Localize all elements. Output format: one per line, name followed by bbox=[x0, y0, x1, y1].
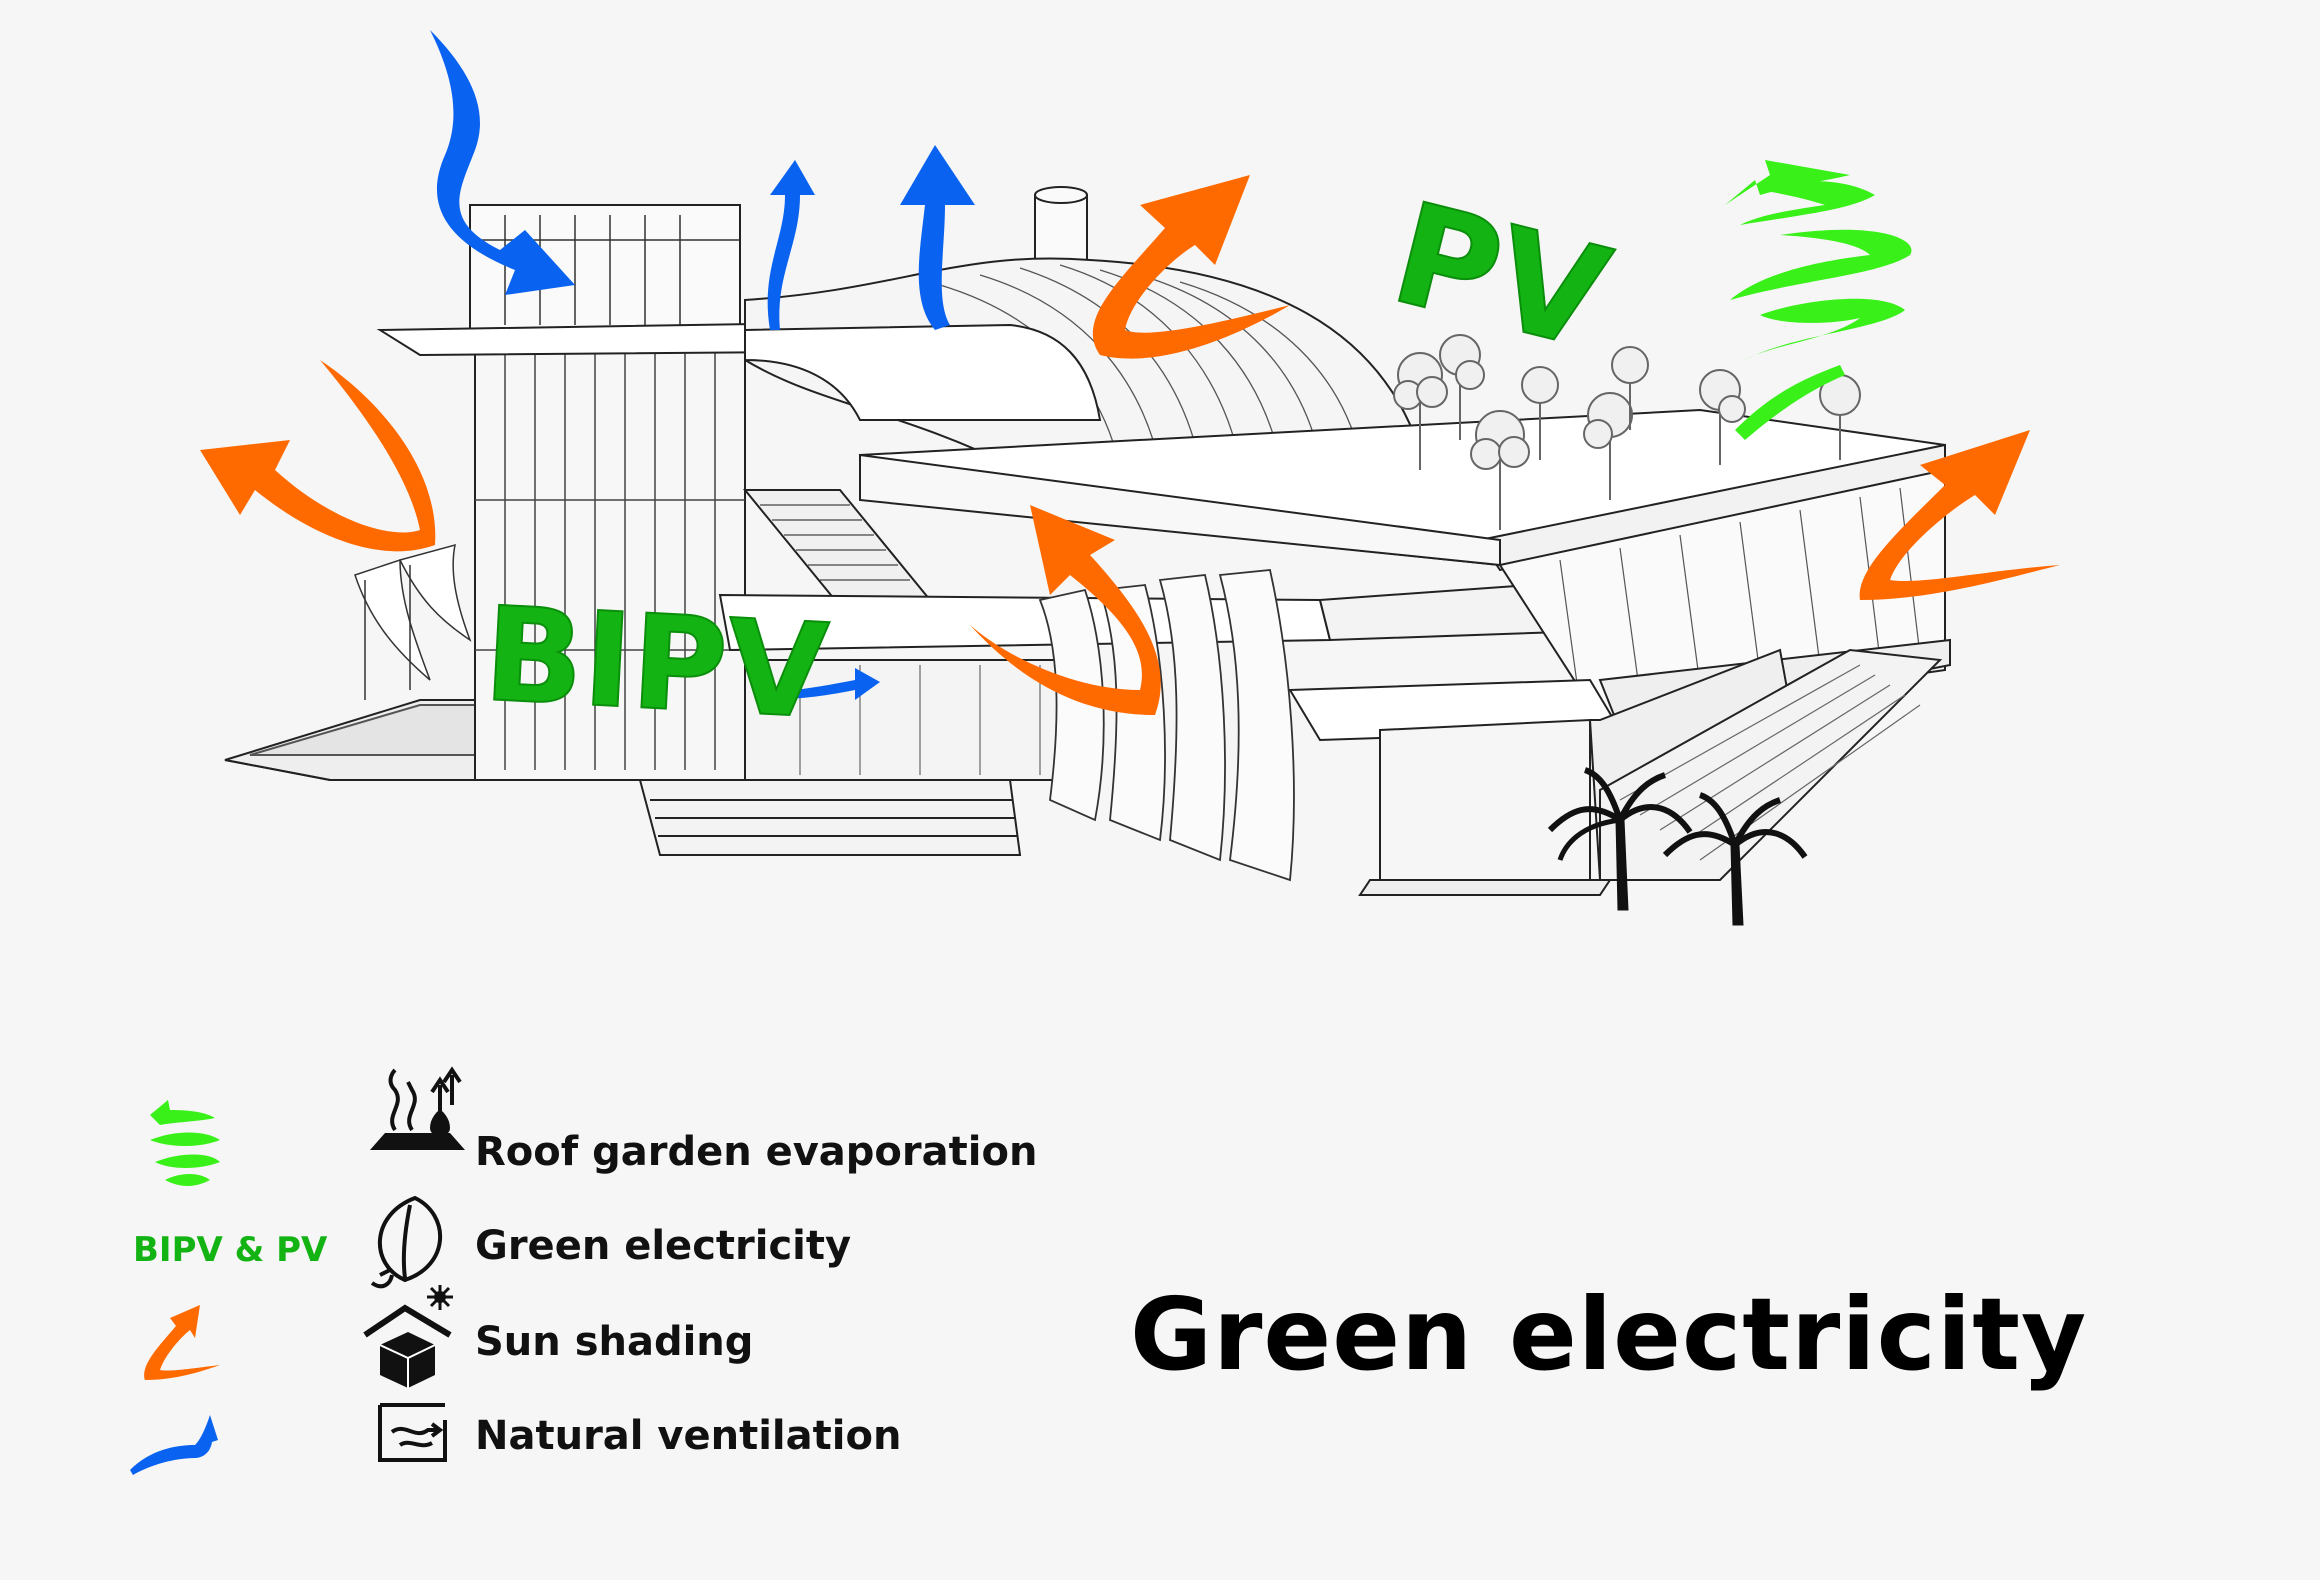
house-sun-icon bbox=[363, 1285, 453, 1388]
ventilation-arrow-side bbox=[755, 668, 880, 700]
diagram-title: Green electricity bbox=[1130, 1276, 2088, 1393]
legend-item-roof-garden-evaporation: Roof garden evaporation bbox=[475, 1129, 1038, 1175]
ventilation-arrow-inflow bbox=[430, 30, 575, 295]
palm-trees bbox=[1547, 767, 1808, 926]
evaporation-arrow bbox=[1725, 160, 1912, 440]
legend-item-green-electricity: Green electricity bbox=[475, 1223, 852, 1269]
ventilation-arrow-up-2 bbox=[900, 145, 975, 330]
leaf-plug-icon bbox=[370, 1195, 442, 1289]
shading-arrow-mid bbox=[970, 505, 1161, 715]
legend-shading-swatch bbox=[144, 1305, 220, 1380]
pv-label: PV bbox=[1378, 172, 1622, 381]
legend-arrow-tag: BIPV & PV bbox=[133, 1230, 328, 1270]
sun-shading-arrows bbox=[200, 175, 2060, 715]
ventilation-arrow-up-1 bbox=[767, 160, 815, 330]
legend-item-natural-ventilation: Natural ventilation bbox=[475, 1413, 902, 1459]
shading-arrow-top bbox=[1092, 175, 1290, 359]
legend-evaporation-swatch bbox=[150, 1100, 220, 1186]
ventilation-arrows bbox=[430, 30, 975, 700]
shading-arrow-left bbox=[200, 360, 436, 552]
shading-arrow-right bbox=[1859, 430, 2060, 600]
building-illustration bbox=[224, 186, 1951, 896]
evaporation-icon bbox=[370, 1066, 465, 1150]
window-airflow-icon bbox=[378, 1403, 447, 1462]
bipv-label: BIPV bbox=[481, 578, 832, 748]
roof-garden-trees bbox=[1393, 334, 1861, 530]
legend-item-sun-shading: Sun shading bbox=[475, 1319, 754, 1365]
legend-ventilation-swatch bbox=[130, 1415, 218, 1475]
